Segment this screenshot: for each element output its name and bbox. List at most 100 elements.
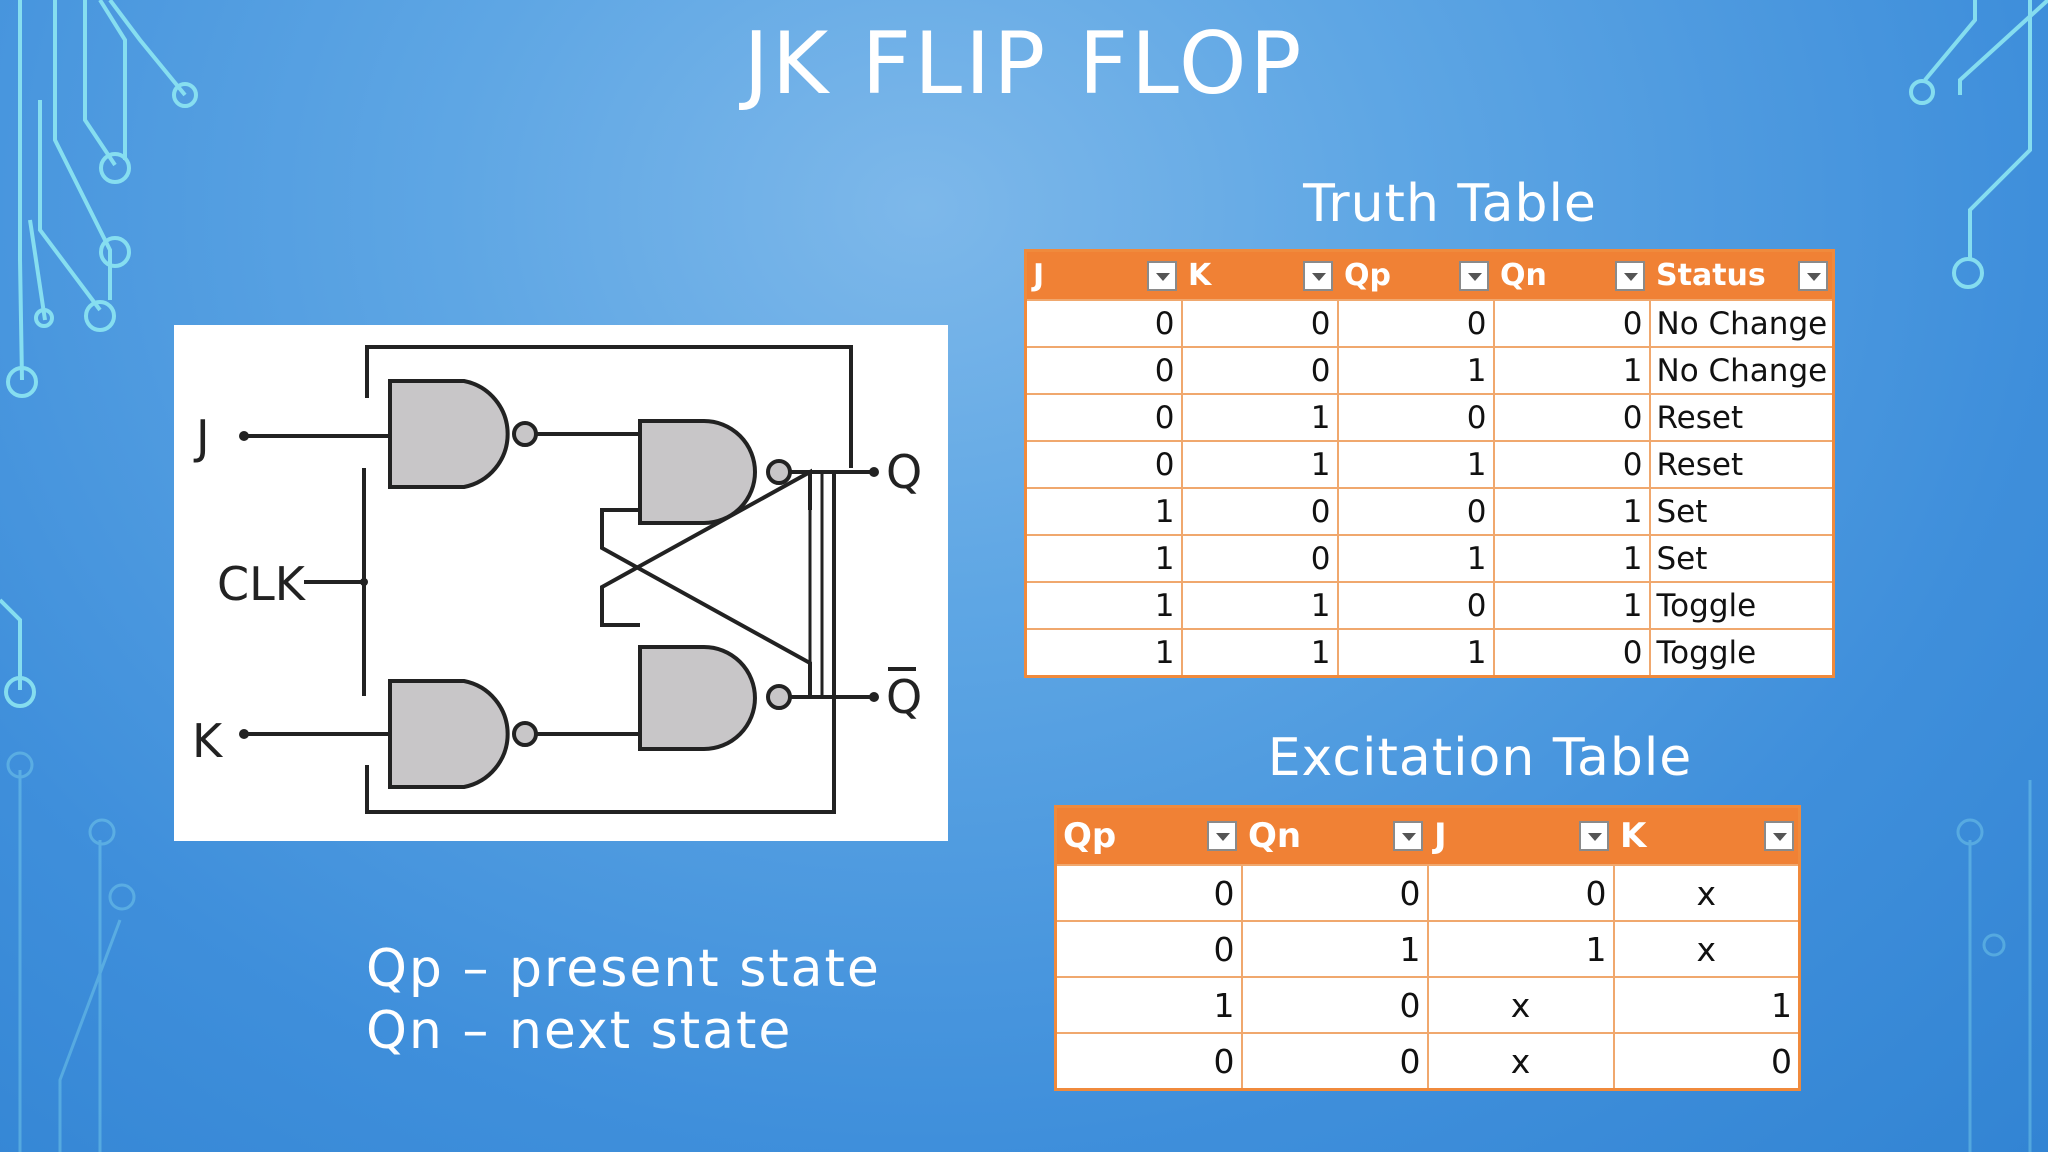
table-cell[interactable]: 0 [1336,299,1495,348]
table-cell[interactable]: 0 [1024,440,1183,489]
slide-title: JK FLIP FLOP [743,14,1305,114]
table-cell[interactable]: 1 [1492,346,1651,395]
table-cell[interactable]: 0 [1024,346,1183,395]
table-cell[interactable]: x [1612,864,1801,922]
filter-dropdown-icon[interactable] [1798,260,1828,291]
jk-flip-flop-diagram: J CLK K Q Q [174,325,948,841]
q-output-label: Q [886,445,922,499]
truth-header-status: Status [1649,250,1834,300]
filter-dropdown-icon[interactable] [1459,260,1489,291]
filter-dropdown-icon[interactable] [1147,260,1177,291]
table-cell[interactable]: 0 [1492,393,1651,442]
filter-dropdown-icon[interactable] [1207,821,1237,851]
k-input-label: K [192,714,224,768]
table-cell[interactable]: Set [1648,534,1835,583]
table-cell[interactable]: 0 [1336,581,1495,630]
table-cell[interactable]: 0 [1492,299,1651,348]
filter-dropdown-icon[interactable] [1303,260,1333,291]
truth-header-j: J [1025,250,1182,300]
clk-input-label: CLK [217,557,307,611]
table-cell[interactable]: 0 [1426,864,1615,922]
table-cell[interactable]: Toggle [1648,581,1835,630]
table-cell[interactable]: 1 [1024,628,1183,678]
table-cell[interactable]: 0 [1054,920,1243,978]
table-cell[interactable]: 0 [1492,440,1651,489]
table-cell[interactable]: 1 [1180,581,1339,630]
table-cell[interactable]: 0 [1336,487,1495,536]
table-cell[interactable]: Set [1648,487,1835,536]
table-cell[interactable]: 0 [1180,487,1339,536]
table-cell[interactable]: Reset [1648,440,1835,489]
table-cell[interactable]: 0 [1024,299,1183,348]
table-cell[interactable]: 1 [1180,440,1339,489]
table-cell[interactable]: 0 [1336,393,1495,442]
table-cell[interactable]: Reset [1648,393,1835,442]
table-cell[interactable]: 1 [1240,920,1429,978]
table-cell[interactable]: 0 [1180,534,1339,583]
table-cell[interactable]: x [1426,976,1615,1034]
truth-table-header-row: J K Qp Qn Status [1025,250,1834,300]
filter-dropdown-icon[interactable] [1615,260,1645,291]
truth-header-k: K [1181,250,1338,300]
table-cell[interactable]: 0 [1612,1032,1801,1091]
truth-header-qp: Qp [1337,250,1494,300]
table-cell[interactable]: 1 [1426,920,1615,978]
filter-dropdown-icon[interactable] [1579,821,1609,851]
table-cell[interactable]: 1 [1336,534,1495,583]
table-cell[interactable]: x [1426,1032,1615,1091]
note-present-state: Qp – present state [366,939,881,999]
table-cell[interactable]: 0 [1492,628,1651,678]
table-cell[interactable]: Toggle [1648,628,1835,678]
filter-dropdown-icon[interactable] [1764,821,1794,851]
table-cell[interactable]: 1 [1336,628,1495,678]
table-cell[interactable]: 0 [1054,864,1243,922]
table-cell[interactable]: 0 [1240,864,1429,922]
table-cell[interactable]: 0 [1024,393,1183,442]
excitation-header-k: K [1613,806,1800,865]
table-cell[interactable]: 1 [1336,440,1495,489]
excitation-header-qp: Qp [1055,806,1242,865]
j-input-label: J [193,410,210,464]
table-cell[interactable]: 1 [1492,487,1651,536]
table-cell[interactable]: No Change [1648,299,1835,348]
table-cell[interactable]: No Change [1648,346,1835,395]
table-cell[interactable]: 0 [1054,1032,1243,1091]
excitation-header-j: J [1427,806,1614,865]
state-notes: Qp – present state Qn – next state [366,938,881,1062]
filter-dropdown-icon[interactable] [1393,821,1423,851]
excitation-header-qn: Qn [1241,806,1428,865]
table-cell[interactable]: 1 [1024,581,1183,630]
table-cell[interactable]: 1 [1492,534,1651,583]
table-cell[interactable]: 1 [1024,534,1183,583]
table-cell[interactable]: 1 [1492,581,1651,630]
table-cell[interactable]: 1 [1054,976,1243,1034]
table-cell[interactable]: 1 [1336,346,1495,395]
excitation-table-title: Excitation Table [1267,728,1693,788]
table-cell[interactable]: 1 [1180,628,1339,678]
truth-header-qn: Qn [1493,250,1650,300]
table-cell[interactable]: 1 [1612,976,1801,1034]
table-cell[interactable]: 1 [1180,393,1339,442]
table-cell[interactable]: 0 [1180,346,1339,395]
table-cell[interactable]: 1 [1024,487,1183,536]
table-cell[interactable]: 0 [1240,976,1429,1034]
truth-table-title: Truth Table [1303,174,1597,234]
note-next-state: Qn – next state [366,1001,793,1061]
table-cell[interactable]: 0 [1240,1032,1429,1091]
table-cell[interactable]: 0 [1180,299,1339,348]
q-bar-output-label: Q [886,670,922,724]
excitation-table-header-row: Qp Qn J K [1055,806,1800,865]
table-cell[interactable]: x [1612,920,1801,978]
